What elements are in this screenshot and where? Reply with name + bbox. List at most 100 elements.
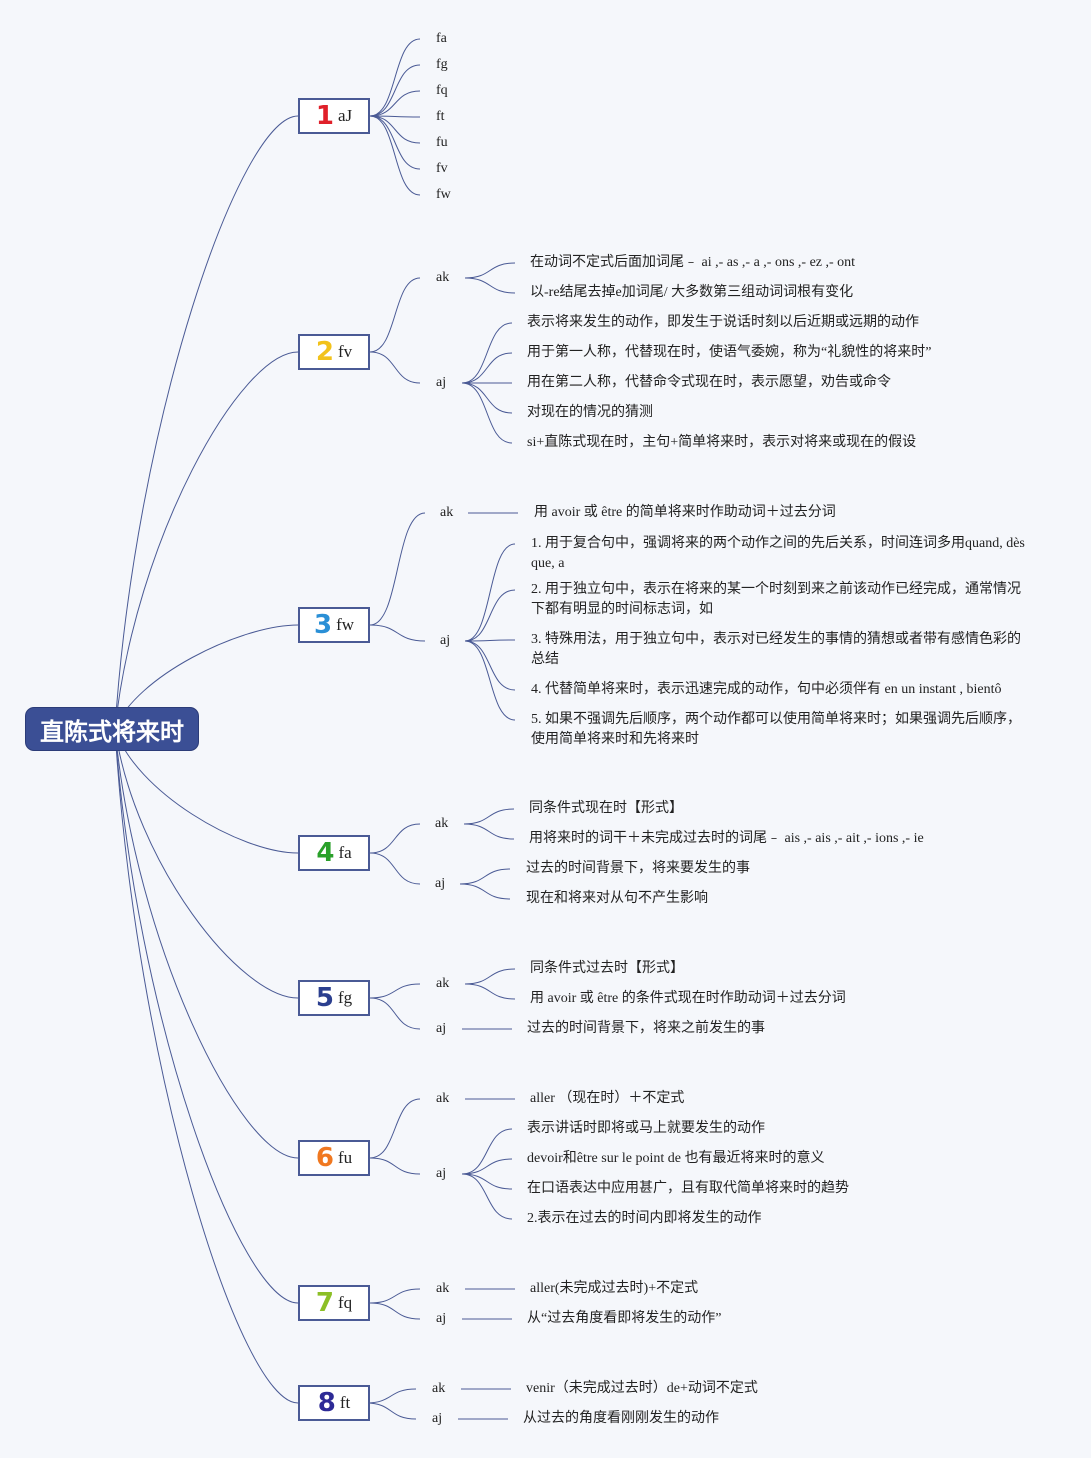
- connector-line: [369, 115, 421, 196]
- b7-aj-label[interactable]: aj: [436, 1311, 447, 1326]
- b2-aj-item[interactable]: si+直陈式现在时，主句+简单将来时，表示对将来或现在的假设: [527, 435, 917, 450]
- b8-aj-label[interactable]: aj: [432, 1411, 443, 1426]
- connector-line: [369, 852, 421, 885]
- b1-leaf[interactable]: fv: [436, 161, 448, 176]
- b3-aj-item[interactable]: 3. 特殊用法，用于独立句中，表示对已经发生的事情的猜想或者带有感情色彩的总结: [531, 632, 1021, 667]
- b6-aj-item[interactable]: 表示讲话时即将或马上就要发生的动作: [527, 1121, 765, 1136]
- b1-leaf[interactable]: fa: [436, 31, 447, 46]
- root-branch-line: [114, 728, 299, 1159]
- root-branch-line: [114, 351, 299, 730]
- connector-line: [461, 382, 513, 444]
- b2-ak-item[interactable]: 以-re结尾去掉e加词尾/ 大多数第三组动词词根有变化: [530, 285, 854, 300]
- branch-2-label: fv: [337, 342, 353, 361]
- connector-line: [369, 1098, 421, 1159]
- connector-line: [464, 640, 516, 691]
- b8-ak-item[interactable]: venir（未完成过去时）de+动词不定式: [526, 1381, 758, 1396]
- b2-aj-item[interactable]: 对现在的情况的猜测: [527, 405, 653, 420]
- b1-leaf[interactable]: fg: [436, 57, 448, 72]
- b4-ak-label[interactable]: ak: [435, 816, 449, 831]
- branch-1-label: aJ: [337, 106, 353, 125]
- b3-ak-item[interactable]: 用 avoir 或 être 的简单将来时作助动词＋过去分词: [534, 505, 836, 520]
- b5-aj-label[interactable]: aj: [436, 1021, 447, 1036]
- b6-aj-item[interactable]: 在口语表达中应用甚广，且有取代简单将来时的趋势: [527, 1181, 849, 1196]
- b3-ak-label[interactable]: ak: [440, 505, 454, 520]
- connector-line: [369, 115, 421, 170]
- b8-ak-label[interactable]: ak: [432, 1381, 446, 1396]
- b8-aj-item[interactable]: 从过去的角度看刚刚发生的动作: [523, 1411, 719, 1426]
- branch-7-label: fq: [337, 1293, 353, 1312]
- b6-aj-item[interactable]: devoir和être sur le point de 也有最近将来时的意义: [527, 1151, 825, 1166]
- connector-line: [461, 1173, 513, 1190]
- b1-leaf[interactable]: fw: [436, 187, 451, 202]
- root-branch-line: [114, 728, 299, 1304]
- b5-ak-item[interactable]: 同条件式过去时【形式】: [530, 961, 684, 976]
- connector-line: [464, 262, 516, 279]
- b7-ak-item[interactable]: aller(未完成过去时)+不定式: [530, 1281, 699, 1296]
- connector-line: [369, 351, 421, 384]
- connector-line: [464, 968, 516, 985]
- b1-leaf[interactable]: ft: [436, 109, 445, 124]
- connector-line: [463, 808, 515, 825]
- number-6-icon: 6: [315, 1143, 334, 1173]
- connector-line: [461, 352, 513, 384]
- b3-aj-item[interactable]: 5. 如果不强调先后顺序，两个动作都可以使用简单将来时；如果强调先后顺序，使用简…: [531, 712, 1021, 747]
- connector-line: [369, 823, 421, 854]
- number-7-icon: 7: [315, 1288, 334, 1318]
- b3-aj-item[interactable]: 4. 代替简单将来时，表示迅速完成的动作，句中必须伴有 en un instan…: [531, 682, 1002, 697]
- b7-aj-item[interactable]: 从“过去角度看即将发生的动作”: [527, 1311, 722, 1326]
- b6-aj-item[interactable]: 2.表示在过去的时间内即将发生的动作: [527, 1211, 762, 1226]
- root-branch-line: [114, 728, 299, 999]
- connector-line: [464, 589, 516, 642]
- b5-ak-item[interactable]: 用 avoir 或 être 的条件式现在时作助动词＋过去分词: [530, 991, 846, 1006]
- b3-aj-item[interactable]: 2. 用于独立句中，表示在将来的某一个时刻到来之前该动作已经完成，通常情况下都有…: [531, 582, 1021, 617]
- connector-line: [464, 640, 516, 721]
- connector-line: [463, 823, 515, 840]
- connector-line: [464, 639, 516, 642]
- b1-leaf[interactable]: fq: [436, 83, 448, 98]
- b2-aj-item[interactable]: 表示将来发生的动作，即发生于说话时刻以后近期或远期的动作: [527, 315, 919, 330]
- b5-aj-item[interactable]: 过去的时间背景下，将来之前发生的事: [527, 1021, 765, 1036]
- branch-4-label: fa: [338, 843, 352, 862]
- branch-6-label: fu: [337, 1148, 353, 1167]
- branch-8-label: ft: [339, 1393, 351, 1412]
- number-3-icon: 3: [313, 610, 333, 640]
- b6-ak-label[interactable]: ak: [436, 1091, 450, 1106]
- b2-aj-item[interactable]: 用于第一人称，代替现在时，使语气委婉，称为“礼貌性的将来时”: [527, 345, 932, 360]
- b1-leaf[interactable]: fu: [436, 135, 448, 150]
- connector-line: [369, 997, 421, 1030]
- connector-line: [369, 38, 421, 117]
- b2-ak-item[interactable]: 在动词不定式后面加词尾﹣ ai ,- as ,- a ,- ons ,- ez …: [530, 255, 856, 270]
- b5-ak-label[interactable]: ak: [436, 976, 450, 991]
- b2-aj-item[interactable]: 用在第二人称，代替命令式现在时，表示愿望，劝告或命令: [527, 375, 891, 390]
- b2-aj-label[interactable]: aj: [436, 375, 447, 390]
- b3-aj-label[interactable]: aj: [440, 633, 451, 648]
- connector-line: [369, 512, 426, 626]
- b4-aj-item[interactable]: 现在和将来对从句不产生影响: [526, 891, 708, 906]
- b4-aj-item[interactable]: 过去的时间背景下，将来要发生的事: [526, 861, 750, 876]
- number-1-icon: 1: [315, 101, 334, 131]
- connector-line: [365, 1402, 417, 1420]
- connector-line: [369, 1302, 421, 1320]
- b2-ak-label[interactable]: ak: [436, 270, 450, 285]
- b7-ak-label[interactable]: ak: [436, 1281, 450, 1296]
- connector-line: [369, 1157, 421, 1175]
- number-8-icon: 8: [317, 1388, 336, 1418]
- b6-ak-item[interactable]: aller （现在时）＋不定式: [530, 1091, 685, 1106]
- b6-aj-label[interactable]: aj: [436, 1166, 447, 1181]
- b3-aj-item[interactable]: 1. 用于复合句中，强调将来的两个动作之间的先后关系，时间连词多用quand, …: [531, 536, 1025, 571]
- connector-line: [369, 1288, 421, 1304]
- b4-ak-item[interactable]: 同条件式现在时【形式】: [529, 801, 683, 816]
- connector-line: [369, 624, 426, 642]
- b4-ak-item[interactable]: 用将来时的词干＋未完成过去时的词尾﹣ ais ,- ais ,- ait ,- …: [529, 831, 924, 846]
- root-node[interactable]: 直陈式将来时: [25, 707, 199, 751]
- b4-aj-label[interactable]: aj: [435, 876, 446, 891]
